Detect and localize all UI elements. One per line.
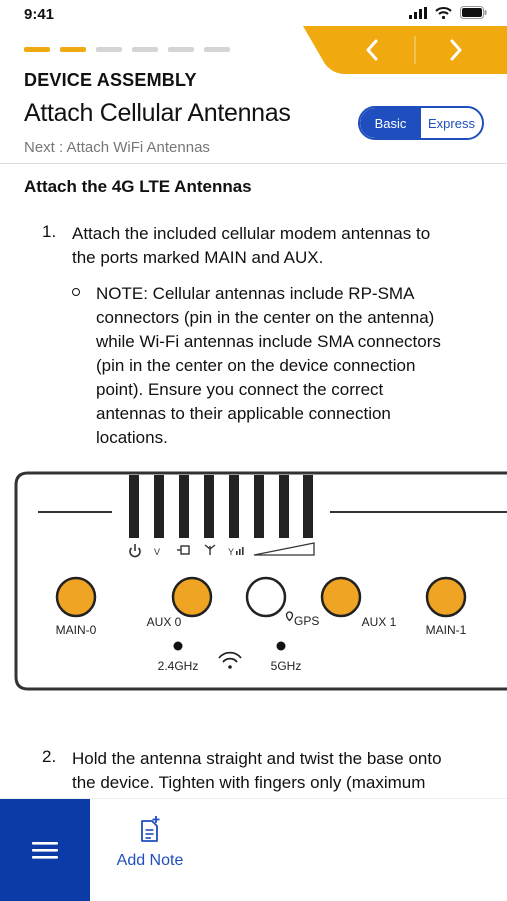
- svg-text:Y: Y: [228, 547, 234, 557]
- cellular-signal-icon: [409, 6, 427, 19]
- gps-port: [245, 576, 287, 618]
- note-line: point). Ensure you connect the correct: [96, 380, 384, 399]
- section-label: DEVICE ASSEMBLY: [24, 70, 197, 90]
- location-pin-icon: [285, 611, 294, 622]
- note-line: NOTE: Cellular antennas include RP-SMA: [96, 284, 415, 303]
- mode-toggle: Basic Express: [358, 106, 484, 140]
- step-text-line: the device. Tighten with fingers only (m…: [72, 773, 426, 792]
- progress-step: [168, 47, 194, 52]
- basic-mode-button[interactable]: Basic: [360, 108, 421, 138]
- note-line: while Wi-Fi antennas include SMA connect…: [96, 332, 441, 351]
- step-progress-indicator: [24, 47, 230, 52]
- note-bullet-icon: [72, 288, 80, 296]
- wifi-icon: [218, 651, 242, 669]
- step-text-line: the ports marked MAIN and AUX.: [72, 248, 324, 267]
- add-note-label: Add Note: [116, 852, 184, 869]
- status-time: 9:41: [24, 6, 55, 23]
- v-label-icon: V: [154, 547, 160, 557]
- aux-0-label: AUX 0: [147, 615, 182, 629]
- main-1-label: MAIN-1: [426, 623, 467, 637]
- status-bar: 9:41: [0, 0, 507, 30]
- progress-step: [132, 47, 158, 52]
- bottom-toolbar: Add Note: [0, 798, 507, 901]
- note-line: connectors (pin in the center on the ant…: [96, 308, 435, 327]
- antenna-icon: [204, 544, 216, 555]
- add-note-icon: [141, 816, 160, 842]
- header-divider: [0, 163, 507, 164]
- next-step-button[interactable]: [431, 30, 481, 70]
- progress-step: [24, 47, 50, 52]
- band-5ghz-label: 5GHz: [271, 659, 302, 673]
- led-24ghz-dot: [173, 641, 183, 651]
- step-navigation: [303, 26, 507, 74]
- note-line: antennas to their applicable connection: [96, 404, 391, 423]
- next-step-label: Next : Attach WiFi Antennas: [24, 139, 210, 156]
- hamburger-menu-icon: [32, 842, 58, 859]
- signal-strength-ramp-icon: [253, 542, 315, 556]
- status-icons: [409, 6, 487, 19]
- aux-1-label: AUX 1: [362, 615, 397, 629]
- step-text-line: Attach the included cellular modem anten…: [72, 224, 431, 243]
- nav-tab-shape: [303, 26, 507, 74]
- previous-step-button[interactable]: [347, 30, 397, 70]
- band-24ghz-label: 2.4GHz: [158, 659, 199, 673]
- main-1-port: [425, 576, 467, 618]
- ethernet-icon: [177, 545, 190, 555]
- step-text-line: Hold the antenna straight and twist the …: [72, 749, 442, 768]
- aux-0-port: [171, 576, 213, 618]
- note-text: NOTE: Cellular antennas include RP-SMA c…: [96, 282, 441, 450]
- main-0-port: [55, 576, 97, 618]
- content-heading: Attach the 4G LTE Antennas: [24, 177, 252, 196]
- add-note-button[interactable]: Add Note: [110, 815, 190, 870]
- step-number: 2.: [42, 747, 57, 766]
- step-text: Hold the antenna straight and twist the …: [72, 747, 442, 795]
- device-port-diagram: V Y MAIN-0 AUX 0 GPS AUX 1 MAIN-1 2.4GHz…: [14, 471, 507, 691]
- signal-bars-icon: Y: [228, 547, 244, 557]
- step-text: Attach the included cellular modem anten…: [72, 222, 430, 270]
- gps-label: GPS: [294, 614, 319, 628]
- aux-1-port: [320, 576, 362, 618]
- wifi-status-icon: [435, 6, 452, 19]
- note-line: (pin in the center on the device connect…: [96, 356, 416, 375]
- led-5ghz-dot: [276, 641, 286, 651]
- chevron-left-icon: [366, 39, 378, 61]
- page-title: Attach Cellular Antennas: [24, 99, 291, 127]
- note-line: locations.: [96, 428, 168, 447]
- power-icon: [129, 544, 141, 558]
- menu-button[interactable]: [0, 799, 90, 901]
- progress-step: [96, 47, 122, 52]
- main-0-label: MAIN-0: [56, 623, 97, 637]
- progress-step: [204, 47, 230, 52]
- chevron-right-icon: [450, 39, 462, 61]
- heat-fins: [129, 475, 313, 538]
- progress-step: [60, 47, 86, 52]
- battery-icon: [460, 6, 487, 19]
- express-mode-button[interactable]: Express: [421, 108, 482, 138]
- step-number: 1.: [42, 222, 57, 241]
